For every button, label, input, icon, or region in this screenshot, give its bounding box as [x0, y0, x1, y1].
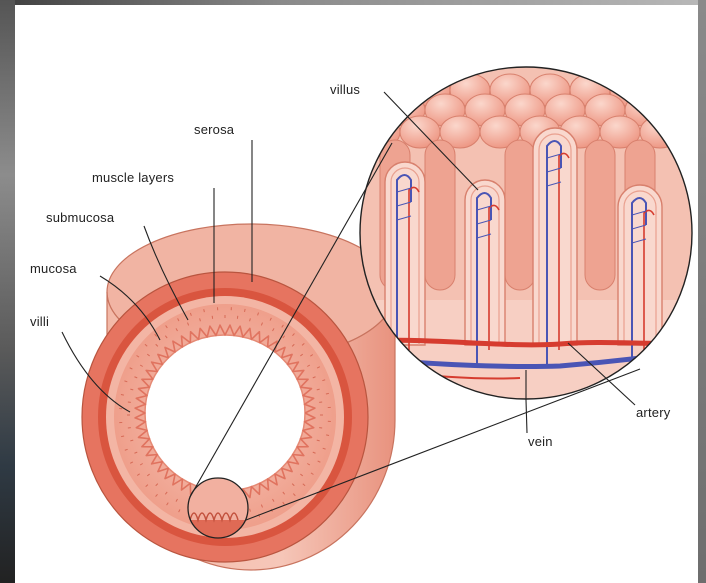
label-serosa: serosa — [194, 122, 235, 137]
label-mucosa: mucosa — [30, 261, 77, 276]
label-muscle-layers: muscle layers — [92, 170, 174, 185]
label-villus: villus — [330, 82, 360, 97]
label-submucosa: submucosa — [46, 210, 115, 225]
lumen — [145, 335, 305, 491]
label-villi: villi — [30, 314, 49, 329]
label-artery: artery — [636, 405, 671, 420]
label-vein: vein — [528, 434, 553, 449]
magnified-view — [350, 67, 706, 420]
